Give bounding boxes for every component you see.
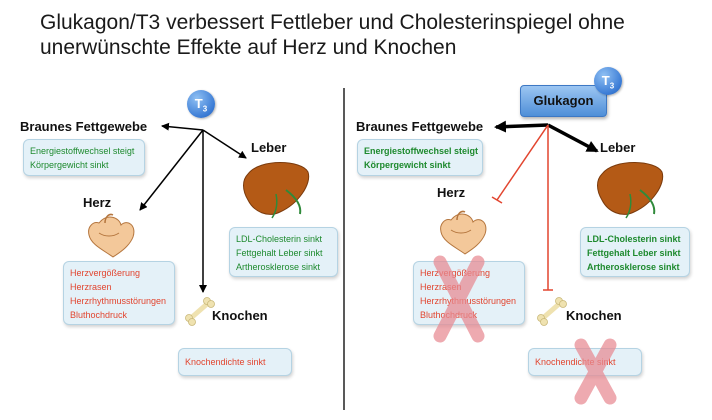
blocked-bar-heart [491, 196, 503, 204]
liver-effect-1-right: LDL-Cholesterin sinkt [587, 234, 681, 244]
fat-effect-1: Energiestoffwechsel steigt [30, 146, 135, 156]
label-knochen-right: Knochen [566, 308, 622, 323]
heart-effect-1-right: Herzvergößerung [420, 268, 491, 278]
liver-effect-1: LDL-Cholesterin sinkt [236, 234, 323, 244]
arrow-glukagon-to-liver [547, 123, 599, 153]
box-liver-effects: LDL-Cholesterin sinkt Fettgehalt Leber s… [229, 227, 338, 277]
liver-effect-3-right: Artherosklerose sinkt [587, 262, 680, 272]
bone-effect-1: Knochendichte sinkt [185, 357, 266, 367]
label-braunes-fettgewebe-right: Braunes Fettgewebe [356, 119, 484, 134]
label-braunes-fettgewebe: Braunes Fettgewebe [20, 119, 148, 134]
label-leber: Leber [251, 140, 287, 155]
box-heart-effects-right: Herzvergößerung Herzrasen Herzrhythmusst… [413, 261, 525, 325]
arrow-glukagon-to-fat [494, 120, 549, 133]
glukagon-hormone-box: Glukagon [520, 85, 607, 117]
box-liver-effects-right: LDL-Cholesterin sinkt Fettgehalt Leber s… [580, 227, 690, 277]
diagram-title: Glukagon/T3 verbessert Fettleber und Cho… [40, 11, 625, 59]
blocked-line-heart [496, 124, 549, 201]
liver-effect-3: Artherosklerose sinkt [236, 262, 321, 272]
label-knochen: Knochen [212, 308, 268, 323]
heart-effect-1: Herzvergößerung [70, 268, 141, 278]
fat-effect-2: Körpergewicht sinkt [30, 160, 109, 170]
arrow-t3-to-liver [202, 129, 247, 159]
box-fat-effects-right: Energiestoffwechsel steigt Körpergewicht… [357, 139, 483, 176]
label-leber-right: Leber [600, 140, 636, 155]
liver-effect-2-right: Fettgehalt Leber sinkt [587, 248, 681, 258]
fat-effect-2-right: Körpergewicht sinkt [364, 160, 451, 170]
heart-effect-2: Herzrasen [70, 282, 112, 292]
label-herz: Herz [83, 195, 112, 210]
box-fat-effects: Energiestoffwechsel steigt Körpergewicht… [23, 139, 145, 176]
arrow-t3-to-heart [139, 129, 204, 211]
arrow-t3-to-fat [161, 122, 204, 131]
fat-effect-1-right: Energiestoffwechsel steigt [364, 146, 479, 156]
bone-effect-1-right: Knochendichte sinkt [535, 357, 616, 367]
t3-hormone-circle-right: T3 [594, 67, 622, 95]
box-heart-effects: Herzvergößerung Herzrasen Herzrhythmusst… [63, 261, 175, 325]
heart-effect-4-right: Bluthochdruck [420, 310, 478, 320]
heart-effect-3-right: Herzrhythmusstörungen [420, 296, 517, 306]
liver-effect-2: Fettgehalt Leber sinkt [236, 248, 323, 258]
heart-effect-4: Bluthochdruck [70, 310, 128, 320]
heart-effect-2-right: Herzrasen [420, 282, 462, 292]
box-bone-effects-right: Knochendichte sinkt [528, 348, 642, 376]
heart-effect-3: Herzrhythmusstörungen [70, 296, 167, 306]
t3-hormone-circle: T3 [187, 90, 215, 118]
label-herz-right: Herz [437, 185, 466, 200]
box-bone-effects: Knochendichte sinkt [178, 348, 292, 376]
